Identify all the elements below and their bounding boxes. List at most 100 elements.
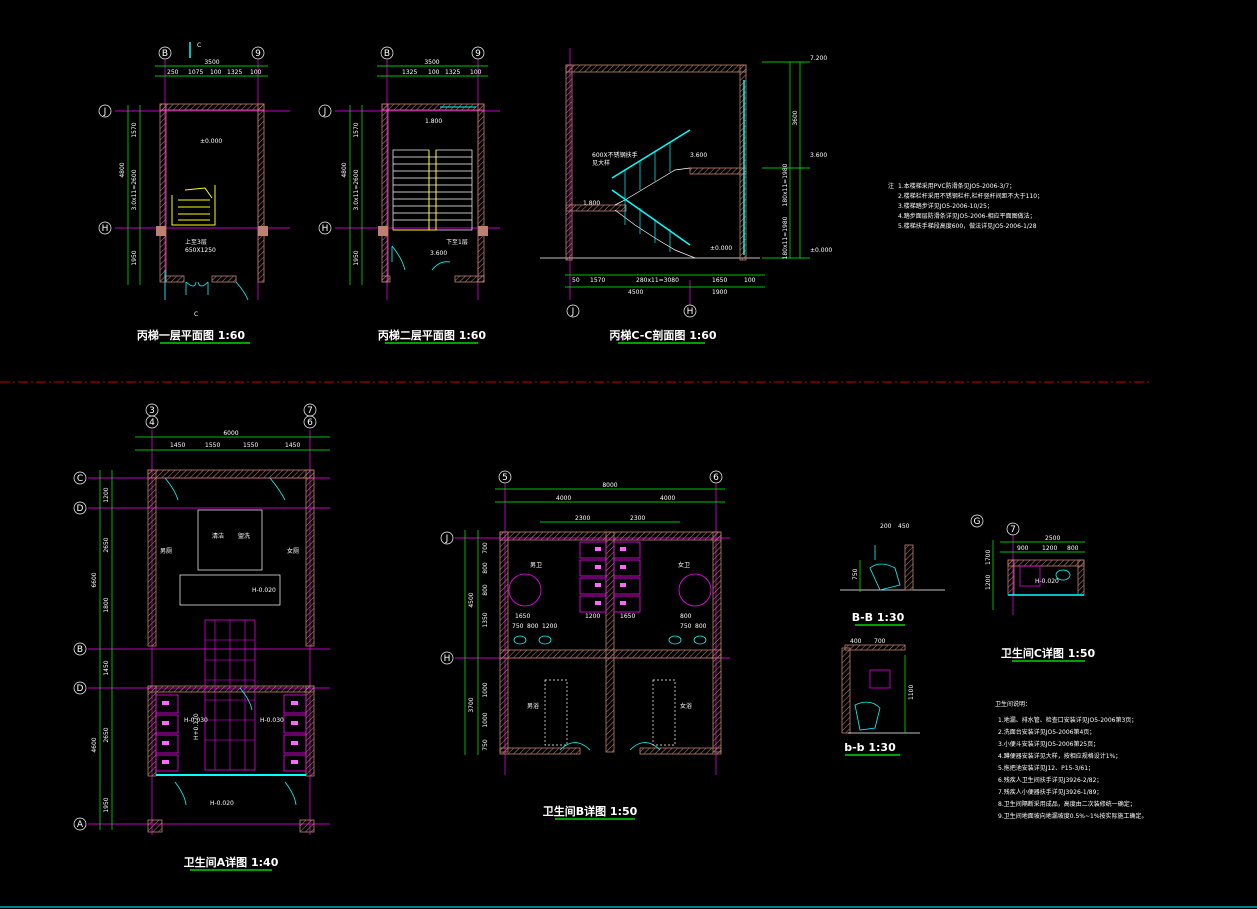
svg-text:2300: 2300: [630, 515, 645, 522]
svg-text:200: 200: [880, 523, 892, 530]
svg-text:2.楼梯栏杆采用不锈钢栏杆,栏杆竖杆间距不大于110；: 2.楼梯栏杆采用不锈钢栏杆,栏杆竖杆间距不大于110；: [898, 192, 1043, 200]
svg-text:3.0x11=2600: 3.0x11=2600: [353, 169, 360, 210]
section-b-b: 400 700 1100 b-b 1:30: [841, 638, 920, 756]
svg-text:D: D: [77, 684, 84, 694]
svg-text:700: 700: [874, 638, 886, 645]
svg-text:2.洗面台安装详见JO5-2006第4页；: 2.洗面台安装详见JO5-2006第4页；: [998, 728, 1095, 736]
svg-text:100: 100: [470, 69, 482, 76]
svg-text:1200: 1200: [585, 613, 600, 620]
svg-text:注: 注: [888, 182, 894, 190]
svg-text:J: J: [445, 534, 449, 544]
section-bb-small: 200 450 750 B-B 1:30: [840, 523, 945, 626]
svg-text:3.600: 3.600: [810, 152, 827, 159]
svg-text:1000: 1000: [482, 682, 489, 697]
svg-text:5: 5: [502, 473, 508, 483]
svg-text:H: H: [687, 307, 694, 317]
svg-text:3700: 3700: [468, 697, 475, 712]
svg-text:800: 800: [680, 613, 692, 620]
svg-text:3: 3: [149, 406, 155, 416]
svg-text:1800: 1800: [103, 597, 110, 612]
stair-notes: 注 1.本楼梯采用PVC防滑条见JO5-2006-3/7； 2.楼梯栏杆采用不锈…: [888, 182, 1043, 230]
svg-text:8000: 8000: [602, 482, 617, 489]
stair-plan-2: B 9 J H 3500 1325 100 1325 100 4800 1570…: [318, 46, 500, 344]
svg-text:4000: 4000: [556, 495, 571, 502]
svg-text:100: 100: [428, 69, 440, 76]
drawing-title: 丙梯C-C剖面图 1:60: [609, 328, 716, 342]
svg-text:6000: 6000: [223, 430, 238, 437]
svg-text:J: J: [103, 107, 107, 117]
toilet-notes: 卫生间说明： 1.地漏、排水管、检查口安装详见JO5-2006第3页； 2.洗面…: [995, 700, 1148, 820]
svg-text:B: B: [77, 645, 83, 655]
svg-text:C: C: [194, 311, 198, 318]
svg-text:女厕: 女厕: [287, 547, 299, 555]
svg-text:50: 50: [572, 277, 580, 284]
axis-bubble-9: [251, 46, 265, 60]
svg-text:J: J: [323, 107, 327, 117]
svg-text:180x11=1980: 180x11=1980: [782, 163, 789, 206]
svg-text:B: B: [384, 49, 390, 59]
svg-text:男厕: 男厕: [160, 548, 172, 555]
svg-text:7: 7: [307, 406, 313, 416]
svg-text:1075: 1075: [188, 69, 203, 76]
svg-text:6: 6: [307, 418, 313, 428]
svg-text:±0.000: ±0.000: [810, 247, 832, 254]
svg-text:1350: 1350: [482, 612, 489, 627]
drawing-title: b-b 1:30: [844, 741, 896, 754]
svg-text:2500: 2500: [1045, 535, 1060, 542]
drawing-title: 丙梯一层平面图 1:60: [137, 328, 246, 342]
svg-text:100: 100: [210, 69, 222, 76]
svg-text:3600: 3600: [792, 110, 799, 125]
svg-text:4.踏步面层防滑条详见JO5-2006-相应平面图做法；: 4.踏步面层防滑条详见JO5-2006-相应平面图做法；: [898, 212, 1036, 220]
svg-text:H: H: [102, 224, 109, 234]
svg-text:6: 6: [713, 473, 719, 483]
svg-text:800: 800: [695, 623, 707, 630]
svg-text:见大样: 见大样: [592, 159, 610, 167]
svg-text:G: G: [974, 517, 981, 527]
svg-text:1.800: 1.800: [583, 200, 600, 207]
svg-text:6.残疾人卫生间扶手详见J3926-2/82；: 6.残疾人卫生间扶手详见J3926-2/82；: [998, 776, 1102, 784]
svg-text:盥洗: 盥洗: [238, 532, 250, 540]
svg-text:2650: 2650: [103, 537, 110, 552]
svg-text:A: A: [77, 820, 84, 830]
svg-text:H: H: [444, 654, 451, 664]
svg-text:女卫: 女卫: [678, 561, 690, 569]
svg-text:3.0x11=2600: 3.0x11=2600: [131, 169, 138, 210]
toilet-c-detail: G 7 2500 900 1200 800 1700 1200 H-0.020 …: [970, 514, 1095, 662]
svg-text:3.600: 3.600: [430, 250, 447, 257]
svg-text:1325: 1325: [402, 69, 417, 76]
drawing-title: 丙梯二层平面图 1:60: [378, 328, 487, 342]
svg-text:6600: 6600: [91, 572, 98, 587]
svg-text:男浴: 男浴: [527, 702, 539, 710]
stair-section: 7.200 3.600 ±0.000 1.800 3.600 ±0.000 36…: [540, 48, 832, 344]
svg-text:H-0.020: H-0.020: [210, 800, 234, 807]
svg-text:800: 800: [1067, 545, 1079, 552]
svg-text:H-0.030: H-0.030: [260, 717, 284, 724]
svg-text:9.卫生间地面坡向地漏坡度0.5%~1%按实际施工确定。: 9.卫生间地面坡向地漏坡度0.5%~1%按实际施工确定。: [998, 812, 1148, 820]
svg-text:280x11=3080: 280x11=3080: [636, 277, 679, 284]
svg-text:H-0.020: H-0.020: [252, 587, 276, 594]
svg-text:600X不锈钢扶手: 600X不锈钢扶手: [592, 151, 638, 159]
svg-text:2650: 2650: [103, 727, 110, 742]
drawing-title: 卫生间A详图 1:40: [184, 855, 279, 869]
section-mark-label: C: [197, 42, 201, 49]
svg-text:1650: 1650: [515, 613, 530, 620]
toilet-b-detail: 5 6 8000 4000 4000 2300 2300 J H 4500 70…: [440, 470, 730, 820]
svg-text:4800: 4800: [119, 162, 126, 177]
svg-text:4500: 4500: [628, 289, 643, 296]
svg-text:900: 900: [1017, 545, 1029, 552]
svg-text:1325: 1325: [445, 69, 460, 76]
svg-text:1550: 1550: [205, 442, 220, 449]
svg-text:3500: 3500: [424, 59, 439, 66]
svg-text:2300: 2300: [575, 515, 590, 522]
svg-text:H-0.030: H-0.030: [184, 717, 208, 724]
svg-text:女浴: 女浴: [680, 702, 692, 710]
svg-text:H-0.020: H-0.020: [1035, 578, 1059, 585]
svg-text:180x11=1980: 180x11=1980: [782, 216, 789, 259]
svg-text:5.楼梯扶手梯段高度600，做法详见JO5-2006-1/2: 5.楼梯扶手梯段高度600，做法详见JO5-2006-1/28: [898, 222, 1037, 230]
drawing-title: 卫生间B详图 1:50: [543, 804, 638, 818]
svg-text:650X1250: 650X1250: [185, 247, 216, 254]
svg-text:1570: 1570: [131, 122, 138, 137]
svg-text:700: 700: [482, 542, 489, 554]
